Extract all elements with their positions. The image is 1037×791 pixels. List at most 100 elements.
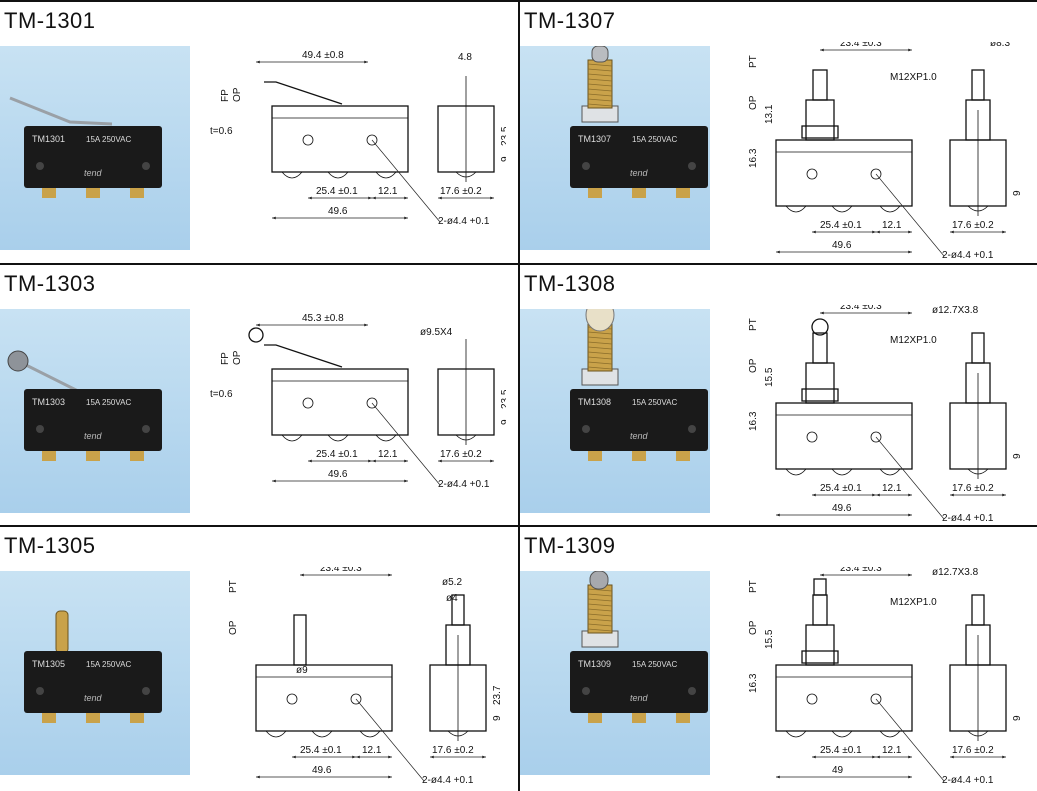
model-title: TM-1301: [4, 8, 96, 33]
terminal-outline: [265, 730, 287, 738]
thread-label: M12XP1.0: [890, 335, 937, 346]
lever-outline: [264, 81, 343, 105]
terminal: [86, 713, 100, 723]
model-title: TM-1303: [4, 271, 96, 296]
model-title: TM-1307: [524, 8, 616, 33]
mounting-hole: [806, 168, 818, 180]
terminal-outline: [281, 434, 303, 442]
dim-pitch-label: 25.4 ±0.1: [820, 483, 862, 494]
hole-label: 2-ø4.4 +0.1: [422, 775, 474, 786]
terminal-outline: [375, 171, 397, 179]
terminal: [632, 713, 646, 723]
terminal: [86, 451, 100, 461]
bushing-outline: [805, 362, 835, 404]
dim-end-label: 12.1: [378, 449, 398, 460]
terminal-outline: [455, 434, 477, 441]
hole-label: 2-ø4.4 +0.1: [942, 250, 994, 261]
pt-label: PT: [748, 580, 759, 593]
pt-label: PT: [748, 318, 759, 331]
photo-rating: 15A 250VAC: [86, 398, 131, 407]
nut-outline: [801, 388, 839, 402]
photo-brand: tend: [630, 168, 649, 178]
terminal-outline: [831, 205, 853, 213]
dim-total-label: 49.6: [832, 240, 852, 251]
terminal: [676, 713, 690, 723]
photo-rating: 15A 250VAC: [632, 660, 677, 669]
mounting-hole: [870, 431, 882, 443]
mounting-hole: [806, 431, 818, 443]
side-plunger: [971, 332, 985, 364]
nut-outline: [801, 125, 839, 139]
terminal-outline: [785, 730, 807, 738]
photo-brand: tend: [84, 168, 103, 178]
photo-model-label: TM1301: [32, 134, 65, 144]
plunger-outline: [812, 69, 828, 101]
roller-label: ø12.7X3.8: [932, 305, 979, 316]
nut-outline: [801, 650, 839, 664]
dim-h-label: 23.5: [500, 389, 506, 409]
dim-side-width-label: 17.6 ±0.2: [440, 186, 482, 197]
photo-model-label: TM1309: [578, 659, 611, 669]
side-plunger: [971, 594, 985, 626]
dim-pitch-label: 25.4 ±0.1: [316, 186, 358, 197]
switch-outline-front: [775, 139, 913, 207]
t-label: t=0.6: [210, 389, 233, 400]
photo-model-label: TM1308: [578, 397, 611, 407]
terminal: [86, 188, 100, 198]
lever-arm: [13, 357, 129, 395]
model-title: TM-1308: [524, 271, 616, 296]
dia-c-label: ø9: [296, 665, 308, 676]
dim-length-label: 23.4 ±0.3: [320, 567, 362, 574]
dim-end-label: 12.1: [378, 186, 398, 197]
pt-label: PT: [748, 55, 759, 68]
hole-leader: [371, 402, 441, 486]
dim-ha-label: 13.1: [764, 104, 775, 124]
terminal: [676, 451, 690, 461]
switch-outline-front: [271, 105, 409, 173]
hole-leader: [875, 698, 945, 782]
hole-leader: [875, 173, 945, 257]
terminal: [588, 713, 602, 723]
dim-hb-label: 16.3: [748, 148, 759, 168]
dim-length-label: 23.4 ±0.3: [840, 567, 882, 574]
photo-rating: 15A 250VAC: [632, 135, 677, 144]
dim-h2-label: 9: [500, 156, 506, 162]
photo-model-label: TM1307: [578, 134, 611, 144]
pin-outline: [293, 614, 307, 666]
hole-leader: [371, 139, 441, 223]
hole-leader: [355, 698, 425, 782]
column-divider: [518, 0, 520, 791]
side-plunger: [971, 69, 985, 101]
dim-side-width-label: 17.6 ±0.2: [952, 745, 994, 756]
roller-outline: [811, 318, 829, 336]
t-label: t=0.6: [210, 126, 233, 137]
terminal: [632, 188, 646, 198]
roller-wheel: [7, 350, 29, 372]
dim-total-label: 49.6: [832, 503, 852, 514]
dim-side-width-label: 17.6 ±0.2: [440, 449, 482, 460]
bushing-outline: [805, 99, 835, 141]
mounting-hole: [366, 134, 378, 146]
terminal-outline: [967, 730, 989, 737]
plunger-tip: [591, 46, 609, 63]
hole-label: 2-ø4.4 +0.1: [942, 513, 994, 524]
model-title: TM-1305: [4, 533, 96, 558]
mounting-hole: [366, 397, 378, 409]
roller-outline: [813, 578, 827, 596]
sr-label: SR14: [940, 42, 965, 43]
photo-brand: tend: [84, 431, 103, 441]
photo-rating: 15A 250VAC: [632, 398, 677, 407]
switch-body: [24, 389, 162, 451]
switch-outline-front: [271, 368, 409, 436]
terminal-outline: [327, 171, 349, 179]
dim-total-label: 49.6: [312, 765, 332, 776]
dim-pitch-label: 25.4 ±0.1: [820, 220, 862, 231]
terminal-outline: [327, 434, 349, 442]
roller-label: ø9.5X4: [420, 327, 453, 338]
